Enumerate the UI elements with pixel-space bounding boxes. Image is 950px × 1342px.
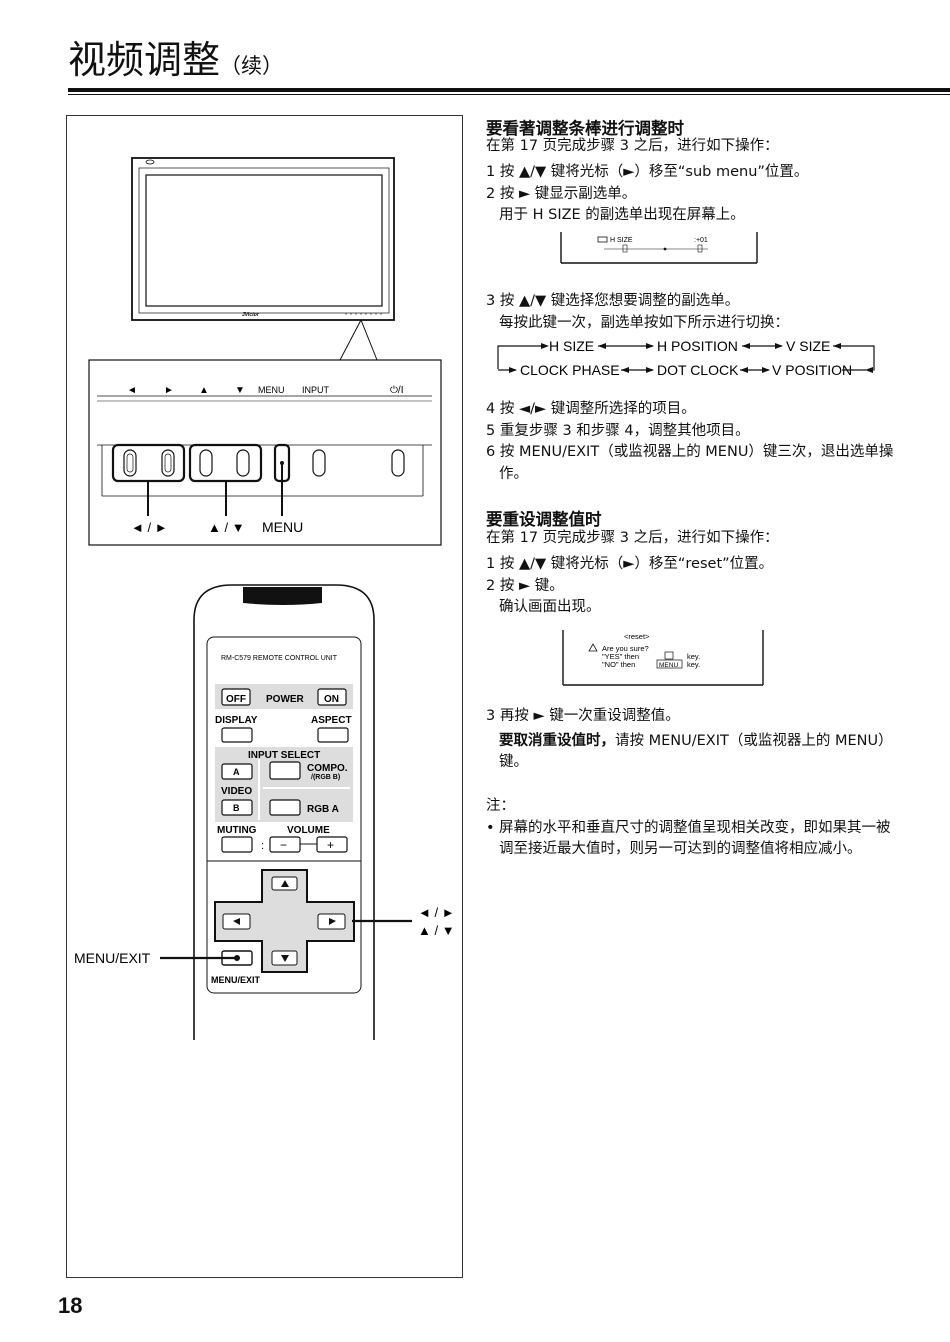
cycle-dot-clock: DOT CLOCK	[657, 362, 739, 378]
panel-menu-label: MENU	[258, 385, 285, 395]
remote-on: ON	[324, 694, 339, 705]
page-number: 18	[58, 1293, 83, 1318]
section1-step2: 2 按 ► 键显示副选单。	[486, 186, 637, 202]
remote-menu-exit: MENU/EXIT	[211, 975, 261, 985]
remote-compo: COMPO.	[307, 763, 348, 774]
callout-ud: ▲ / ▼	[418, 923, 455, 938]
remote-input-select: INPUT SELECT	[248, 750, 320, 761]
section2-cancel-end: 键。	[499, 754, 528, 770]
section2-step2-note: 确认画面出现。	[499, 599, 601, 615]
panel-button-input	[312, 449, 326, 477]
section2-step2: 2 按 ► 键。	[486, 578, 564, 594]
reset-line2b: key.	[687, 652, 700, 661]
panel-up-arrow: ▲	[199, 385, 209, 396]
remote-display: DISPLAY	[215, 715, 258, 726]
callout-lr: ◄ / ►	[418, 905, 455, 920]
section1-step6: 6 按 MENU/EXIT（或监视器上的 MENU）键三次，退出选单操	[486, 444, 894, 460]
panel-input-label: INPUT	[302, 385, 330, 395]
cycle-vposition: V POSITION	[772, 362, 852, 378]
reset-line3c: key.	[687, 660, 700, 669]
remote-illustration: RM-C579 REMOTE CONTROL UNIT OFF POWER ON…	[160, 584, 412, 1040]
section2-intro: 在第 17 页完成步骤 3 之后，进行如下操作：	[486, 530, 779, 546]
callout-menu-exit: MENU/EXIT	[74, 950, 151, 966]
panel-button-up	[199, 449, 213, 477]
notes-bullet-dot: •	[486, 820, 495, 836]
hsize-label: H SIZE	[610, 237, 633, 244]
section1-intro: 在第 17 页完成步骤 3 之后，进行如下操作：	[486, 138, 779, 154]
illustration-panel	[66, 115, 463, 1278]
cycle-vsize: V SIZE	[786, 338, 830, 354]
remote-volume: VOLUME	[287, 825, 330, 836]
panel-left-arrow: ◄	[127, 385, 137, 396]
panel-button-power	[391, 449, 405, 477]
remote-rgb-b: /(RGB B)	[311, 774, 340, 781]
panel-right-arrow: ►	[164, 385, 174, 396]
cancel-rest: 请按 MENU/EXIT（或监视器上的 MENU）	[615, 733, 893, 749]
callout-up-down: ▲ / ▼	[208, 520, 245, 535]
hsize-osd: H SIZE :+01	[560, 232, 758, 264]
reset-osd: <reset> Are you sure? "YES" then key. "N…	[562, 630, 764, 686]
section1-step2-note: 用于 H SIZE 的副选单出现在屏幕上。	[499, 207, 745, 223]
section1-step1: 1 按 ▲/▼ 键将光标（►）移至“sub menu”位置。	[486, 164, 809, 180]
reset-line3a: "NO" then	[602, 660, 635, 669]
header-rule	[68, 88, 950, 92]
callout-menu: MENU	[262, 519, 303, 535]
section1-step6-cont: 作。	[499, 466, 528, 482]
reset-line1: Are you sure?	[602, 644, 649, 653]
remote-rgb-a: RGB A	[307, 804, 339, 815]
remote-a: A	[233, 767, 240, 777]
cycle-clock-phase: CLOCK PHASE	[520, 362, 620, 378]
remote-power: POWER	[266, 694, 305, 705]
reset-title: <reset>	[624, 632, 650, 641]
panel-down-arrow: ▼	[235, 385, 245, 396]
notes-bullet-line2: 调至接近最大值时，则另一可达到的调整值将相应减小。	[499, 841, 862, 857]
remote-video: VIDEO	[221, 786, 252, 797]
section1-step5: 5 重复步骤 3 和步骤 4，调整其他项目。	[486, 423, 750, 439]
header-rule-thin	[68, 94, 950, 95]
notes-bullet-line1: 屏幕的水平和垂直尺寸的调整值呈现相关改变，即如果其一被	[499, 820, 891, 836]
svg-text:−: −	[280, 838, 287, 852]
section1-step4: 4 按 ◄/► 键调整所选择的项目。	[486, 401, 696, 417]
panel-button-down	[236, 449, 250, 477]
section1-step3: 3 按 ▲/▼ 键选择您想要调整的副选单。	[486, 293, 740, 309]
cycle-hsize: H SIZE	[549, 338, 594, 354]
remote-muting: MUTING	[217, 825, 257, 836]
remote-aspect: ASPECT	[311, 715, 352, 726]
monitor-brand: JVictor	[242, 312, 260, 318]
remote-model: RM-C579 REMOTE CONTROL UNIT	[221, 655, 338, 662]
illustration-svg: JVictor ◄ ► ▲ ▼ MENU INPUT ⏻/I ◄ / ► ▲ /…	[74, 157, 455, 1040]
section2-cancel: 要取消重设值时，请按 MENU/EXIT（或监视器上的 MENU）	[499, 731, 893, 751]
cycle-hposition: H POSITION	[657, 338, 738, 354]
page-title: 视频调整（续）	[68, 38, 284, 82]
panel-power-label: ⏻/I	[390, 385, 403, 396]
section2-step1: 1 按 ▲/▼ 键将光标（►）移至“reset”位置。	[486, 556, 774, 572]
submenu-cycle-diagram: H SIZE H POSITION V SIZE CLOCK PHASE DOT…	[497, 338, 875, 378]
remote-b: B	[233, 803, 240, 813]
hsize-value: :+01	[694, 237, 708, 244]
reset-line2a: "YES" then	[602, 652, 639, 661]
monitor-illustration: JVictor	[131, 157, 395, 321]
remote-off: OFF	[226, 694, 246, 705]
svg-text:+: +	[327, 838, 334, 852]
reset-line3b: MENU	[659, 662, 678, 669]
svg-text::: :	[261, 840, 264, 852]
notes-heading: 注：	[486, 798, 515, 814]
section1-heading: 要看著调整条棒进行调整时	[486, 119, 684, 138]
section2-step3: 3 再按 ► 键一次重设调整值。	[486, 708, 680, 724]
cancel-bold: 要取消重设值时，	[499, 733, 615, 749]
section1-step3-note: 每按此键一次，副选单按如下所示进行切换：	[499, 315, 789, 331]
section2-heading: 要重设调整值时	[486, 510, 602, 529]
callout-left-right: ◄ / ►	[131, 520, 168, 535]
